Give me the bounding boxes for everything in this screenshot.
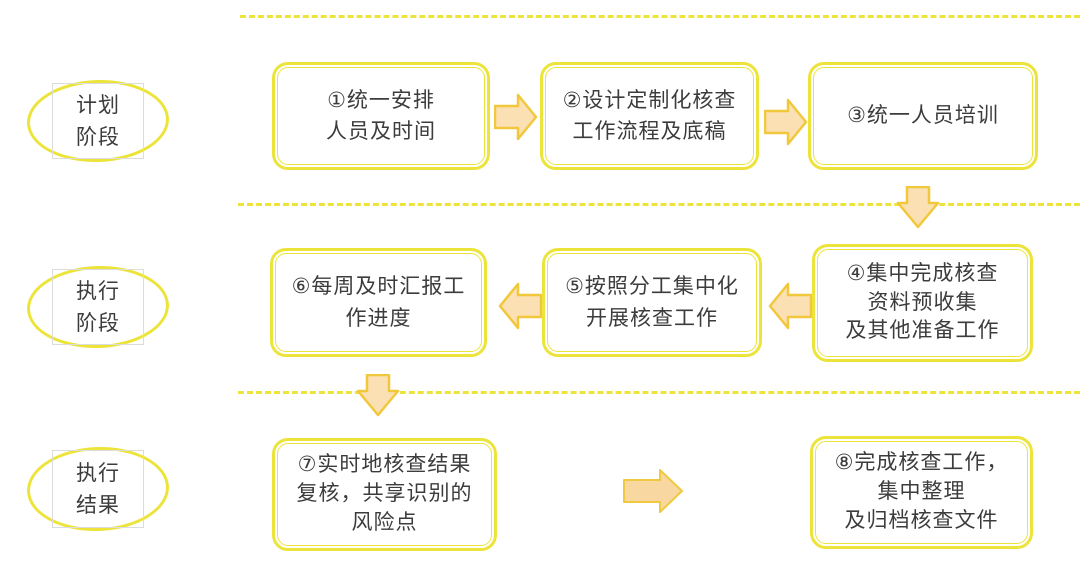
- flow-box-text: 及归档核查文件: [844, 508, 999, 532]
- flow-box-text: ⑤按照分工集中化: [565, 275, 739, 298]
- flow-box-text: 资料预收集: [867, 290, 978, 314]
- stage-label-plan: 计划 阶段: [76, 90, 120, 153]
- stage-label-line: 执行: [76, 279, 120, 303]
- flow-box-step-1-inner: ①统一安排 人员及时间: [277, 67, 485, 165]
- stage-ellipse-plan: 计划 阶段: [25, 77, 171, 165]
- flow-box-step-6-inner: ⑥每周及时汇报工 作进度: [275, 253, 482, 352]
- flow-box-step-7-inner: ⑦实时地核查结果 复核，共享识别的 风险点: [277, 443, 492, 546]
- flow-box-step-6: ⑥每周及时汇报工 作进度: [270, 248, 487, 357]
- flow-box-text: ④集中完成核查: [846, 261, 999, 285]
- stage-label-line: 阶段: [76, 125, 120, 148]
- flow-box-step-4: ④集中完成核查 资料预收集 及其他准备工作: [812, 244, 1033, 362]
- right-arrow-icon: [494, 93, 538, 141]
- flow-box-text: 复核，共享识别的: [296, 482, 473, 506]
- stage-ellipse-result: 执行 结果: [25, 444, 171, 534]
- flow-box-step-1: ①统一安排 人员及时间: [272, 62, 490, 170]
- flow-box-text: 作进度: [345, 306, 412, 330]
- flow-box-step-7: ⑦实时地核查结果 复核，共享识别的 风险点: [272, 438, 497, 551]
- flow-box-text: 集中整理: [877, 480, 966, 504]
- right-arrow-icon: [623, 469, 683, 513]
- dashed-separator-middle: [238, 203, 1080, 206]
- stage-label-line: 执行: [76, 461, 120, 485]
- flow-box-step-2: ②设计定制化核查 工作流程及底稿: [540, 62, 759, 170]
- flow-box-text: ①统一安排: [327, 88, 435, 112]
- stage-label-line: 阶段: [76, 311, 120, 334]
- down-arrow-icon: [356, 374, 400, 417]
- stage-label-line: 结果: [76, 493, 120, 516]
- flow-box-text: 开展核查工作: [586, 306, 718, 330]
- right-arrow-icon: [764, 98, 808, 146]
- flow-box-text: ③统一人员培训: [847, 104, 999, 128]
- stage-ellipse-exec: 执行 阶段: [25, 263, 171, 351]
- flow-box-step-2-inner: ②设计定制化核查 工作流程及底稿: [545, 67, 754, 165]
- left-arrow-icon: [768, 282, 812, 330]
- dashed-separator-bottom: [238, 391, 1080, 394]
- flow-box-step-5-inner: ⑤按照分工集中化 开展核查工作: [547, 253, 757, 352]
- stage-label-result: 执行 结果: [76, 458, 120, 521]
- flow-box-step-8-inner: ⑧完成核查工作， 集中整理 及归档核查文件: [815, 441, 1028, 544]
- flow-box-text: ⑦实时地核查结果: [297, 453, 472, 477]
- flow-box-text: 人员及时间: [326, 120, 436, 143]
- stage-label-exec: 执行 阶段: [76, 276, 120, 339]
- flow-box-step-5: ⑤按照分工集中化 开展核查工作: [542, 248, 762, 357]
- flow-box-text: 及其他准备工作: [845, 319, 1000, 343]
- flow-box-step-3-inner: ③统一人员培训: [813, 67, 1033, 165]
- left-arrow-icon: [498, 282, 542, 330]
- dashed-separator-top: [240, 15, 1080, 18]
- down-arrow-icon: [896, 186, 940, 229]
- flow-box-text: 工作流程及底稿: [572, 120, 727, 143]
- stage-label-line: 计划: [76, 93, 120, 117]
- flow-box-text: ⑥每周及时汇报工: [291, 275, 466, 298]
- flow-box-step-3: ③统一人员培训: [808, 62, 1038, 170]
- flow-box-text: 风险点: [351, 510, 418, 534]
- flow-box-step-4-inner: ④集中完成核查 资料预收集 及其他准备工作: [817, 249, 1028, 357]
- flow-box-text: ②设计定制化核查: [562, 88, 737, 112]
- flow-box-text: ⑧完成核查工作，: [834, 451, 1009, 475]
- flow-box-step-8: ⑧完成核查工作， 集中整理 及归档核查文件: [810, 436, 1033, 549]
